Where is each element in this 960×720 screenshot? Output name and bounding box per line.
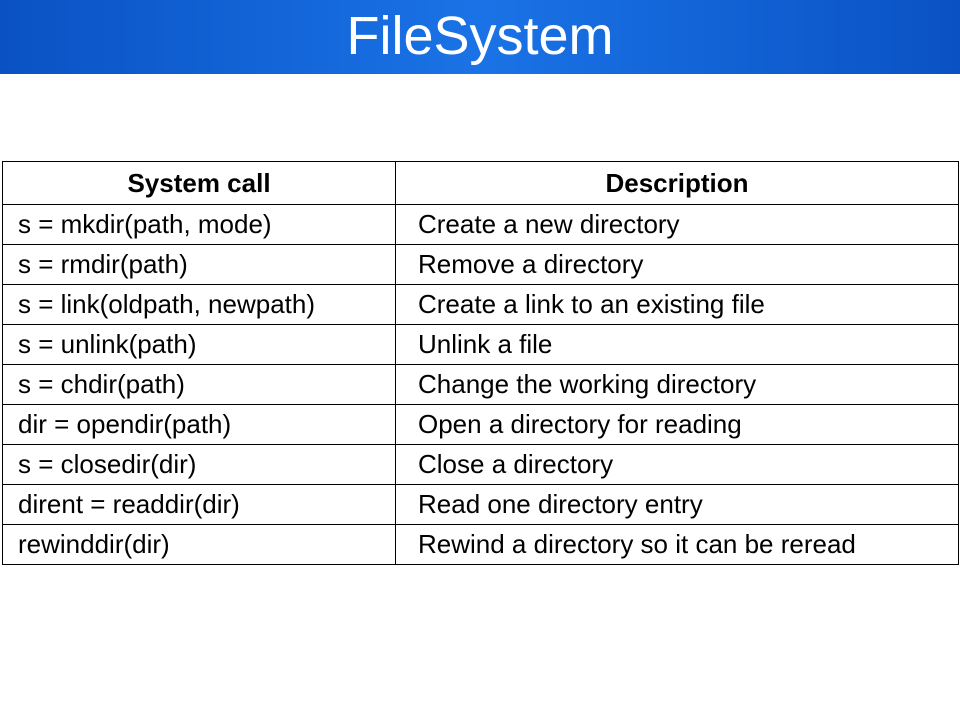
system-call-cell: s = mkdir(path, mode) [2, 204, 396, 245]
table-row: dir = opendir(path) Open a directory for… [2, 404, 959, 445]
system-call-cell: s = rmdir(path) [2, 244, 396, 285]
table-row: s = mkdir(path, mode) Create a new direc… [2, 204, 959, 245]
description-cell: Unlink a file [395, 324, 959, 365]
system-call-cell: dirent = readdir(dir) [2, 484, 396, 525]
system-call-cell: s = chdir(path) [2, 364, 396, 405]
table-row: rewinddir(dir) Rewind a directory so it … [2, 524, 959, 565]
system-call-cell: s = unlink(path) [2, 324, 396, 365]
description-cell: Read one directory entry [395, 484, 959, 525]
system-call-cell: dir = opendir(path) [2, 404, 396, 445]
description-cell: Rewind a directory so it can be reread [395, 524, 959, 565]
slide-title: FileSystem [346, 6, 614, 66]
header-description: Description [395, 161, 959, 205]
description-cell: Close a directory [395, 444, 959, 485]
description-cell: Remove a directory [395, 244, 959, 285]
table-header-row: System call Description [2, 161, 959, 205]
system-call-table: System call Description s = mkdir(path, … [2, 161, 959, 565]
system-call-cell: rewinddir(dir) [2, 524, 396, 565]
system-call-cell: s = link(oldpath, newpath) [2, 284, 396, 325]
table-row: s = link(oldpath, newpath) Create a link… [2, 284, 959, 325]
description-cell: Change the working directory [395, 364, 959, 405]
table-row: s = closedir(dir) Close a directory [2, 444, 959, 485]
description-cell: Create a link to an existing file [395, 284, 959, 325]
title-bar [0, 0, 960, 74]
table-row: dirent = readdir(dir) Read one directory… [2, 484, 959, 525]
system-call-cell: s = closedir(dir) [2, 444, 396, 485]
table-row: s = chdir(path) Change the working direc… [2, 364, 959, 405]
description-cell: Create a new directory [395, 204, 959, 245]
description-cell: Open a directory for reading [395, 404, 959, 445]
table-row: s = unlink(path) Unlink a file [2, 324, 959, 365]
table-row: s = rmdir(path) Remove a directory [2, 244, 959, 285]
header-system-call: System call [2, 161, 396, 205]
